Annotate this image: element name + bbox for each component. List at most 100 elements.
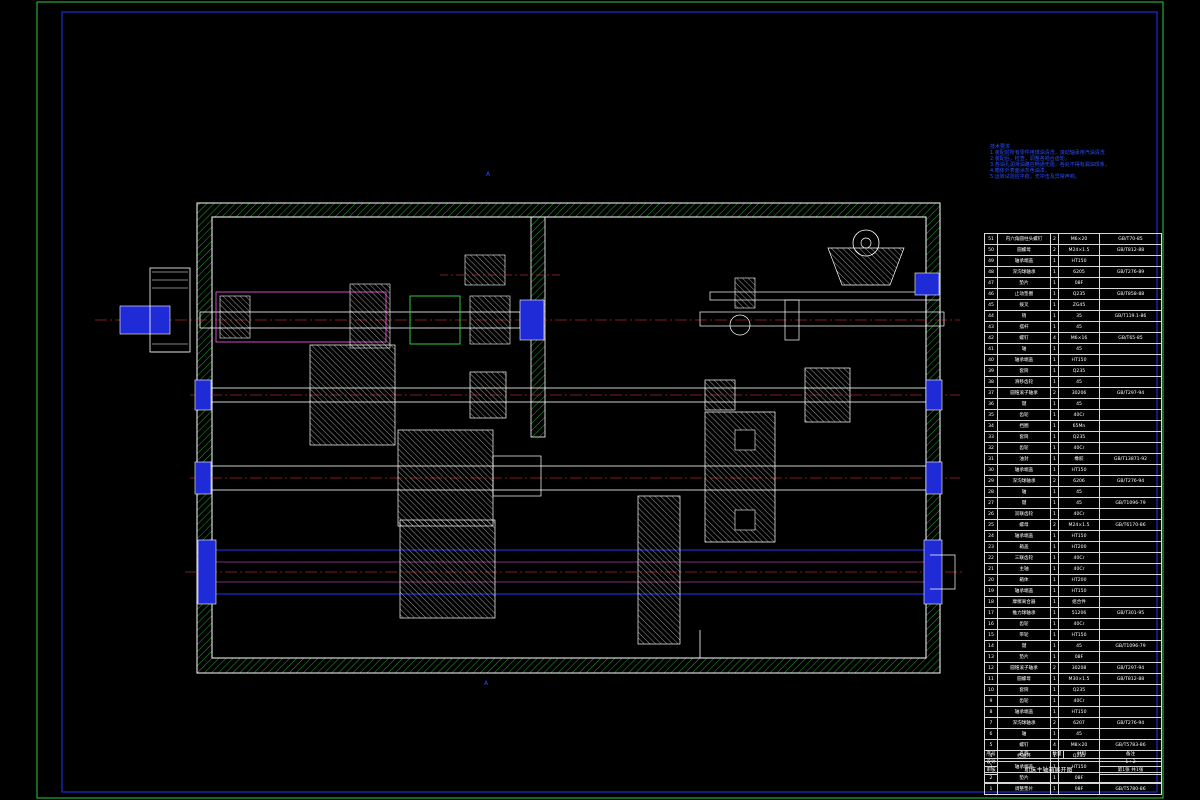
- bom-cell-name: 内六角圆柱头螺钉: [997, 233, 1051, 245]
- bom-cell-no: 51: [984, 233, 998, 245]
- bom-cell-mat: 45: [1058, 343, 1100, 355]
- bom-cell-name: 深沟球轴承: [997, 475, 1051, 487]
- bom-cell-no: 41: [984, 343, 998, 355]
- bom-cell-mat: Q235: [1058, 431, 1100, 443]
- bom-cell-qty: 1: [1050, 376, 1059, 388]
- bom-cell-std: [1099, 629, 1162, 641]
- bom-cell-qty: 1: [1050, 541, 1059, 553]
- bom-cell-name: 推力球轴承: [997, 607, 1051, 619]
- bom-cell-no: 25: [984, 519, 998, 531]
- bom-cell-qty: 1: [1050, 651, 1059, 663]
- bom-cell-mat: 45: [1058, 321, 1100, 333]
- bom-cell-qty: 2: [1050, 244, 1059, 256]
- bom-cell-qty: 1: [1050, 728, 1059, 740]
- tech-note: 5.运转试验应平稳，无冲击及异常声响。: [990, 174, 1080, 180]
- bom-cell-qty: 1: [1050, 552, 1059, 564]
- bom-cell-std: GB/T13871-92: [1099, 453, 1162, 465]
- bom-cell-name: 圆螺母: [997, 673, 1051, 685]
- bom-cell-std: [1099, 442, 1162, 454]
- bom-cell-name: 深沟球轴承: [997, 717, 1051, 729]
- bom-cell-std: GB/T5780-86: [1099, 783, 1162, 795]
- shift-fork-mechanism: [699, 229, 945, 341]
- bom-cell-no: 16: [984, 618, 998, 630]
- bom-cell-mat: M24×1.5: [1058, 244, 1100, 256]
- bom-cell-qty: 2: [1050, 475, 1059, 487]
- sheet-total: 共1张: [1131, 768, 1144, 773]
- bom-cell-no: 23: [984, 541, 998, 553]
- bom-cell-name: 垫片: [997, 651, 1051, 663]
- bom-cell-mat: HT200: [1058, 574, 1100, 586]
- bom-cell-name: 箱体: [997, 574, 1051, 586]
- bom-cell-mat: M6×20: [1058, 233, 1100, 245]
- bom-cell-no: 8: [984, 706, 998, 718]
- bom-cell-no: 43: [984, 321, 998, 333]
- bom-cell-name: 轴承端盖: [997, 255, 1051, 267]
- bom-cell-mat: 6207: [1058, 717, 1100, 729]
- bom-cell-qty: 1: [1050, 640, 1059, 652]
- bom-cell-std: GB/T301-95: [1099, 607, 1162, 619]
- bom-cell-mat: M6×16: [1058, 332, 1100, 344]
- drawing-title: 机床主轴箱展开图: [997, 758, 1100, 783]
- bom-cell-name: 螺钉: [997, 739, 1051, 751]
- bom-cell-name: 箱盖: [997, 541, 1051, 553]
- bom-cell-mat: 45: [1058, 640, 1100, 652]
- bom-cell-no: 48: [984, 266, 998, 278]
- bom-cell-qty: 1: [1050, 420, 1059, 432]
- bom-cell-no: 50: [984, 244, 998, 256]
- bom-cell-mat: 30206: [1058, 387, 1100, 399]
- bom-cell-no: 17: [984, 607, 998, 619]
- bom-cell-qty: 1: [1050, 574, 1059, 586]
- bom-cell-std: [1099, 574, 1162, 586]
- sheet-outer-border: [36, 1, 1164, 799]
- bom-cell-name: 轴承端盖: [997, 464, 1051, 476]
- bom-cell-no: 24: [984, 530, 998, 542]
- bom-cell-qty: 1: [1050, 442, 1059, 454]
- bom-cell-qty: 1: [1050, 310, 1059, 322]
- bom-cell-mat: 45: [1058, 497, 1100, 509]
- bom-cell-qty: 1: [1050, 508, 1059, 520]
- bom-cell-name: 轴承端盖: [997, 354, 1051, 366]
- bom-cell-mat: 橡胶: [1058, 453, 1100, 465]
- bom-cell-qty: 1: [1050, 673, 1059, 685]
- bom-cell-std: GB/T276-94: [1099, 475, 1162, 487]
- bom-cell-std: GB/T276-89: [1099, 266, 1162, 278]
- bom-cell-name: 圆螺母: [997, 244, 1051, 256]
- bom-cell-no: 38: [984, 376, 998, 388]
- bom-cell-mat: 08F: [1058, 651, 1100, 663]
- bom-cell-qty: 1: [1050, 706, 1059, 718]
- bom-cell-qty: 2: [1050, 387, 1059, 399]
- gearbox-housing: [196, 202, 941, 674]
- bom-cell-no: 18: [984, 596, 998, 608]
- bom-cell-no: 35: [984, 409, 998, 421]
- bom-cell-no: 30: [984, 464, 998, 476]
- bom-cell-std: GB/T812-88: [1099, 244, 1162, 256]
- bom-cell-qty: 1: [1050, 354, 1059, 366]
- bom-cell-name: 销: [997, 310, 1051, 322]
- bom-cell-std: [1099, 651, 1162, 663]
- bom-cell-no: 45: [984, 299, 998, 311]
- header-material: 材料: [1063, 750, 1100, 759]
- sheet-number: 第1张: [1117, 768, 1130, 773]
- technical-requirements: 技术要求 1.装配前所有零件用煤油清洗，滚动轴承用汽油清洗 2.装配后，检查，调…: [990, 144, 1130, 180]
- bom-cell-std: [1099, 409, 1162, 421]
- bom-cell-no: 19: [984, 585, 998, 597]
